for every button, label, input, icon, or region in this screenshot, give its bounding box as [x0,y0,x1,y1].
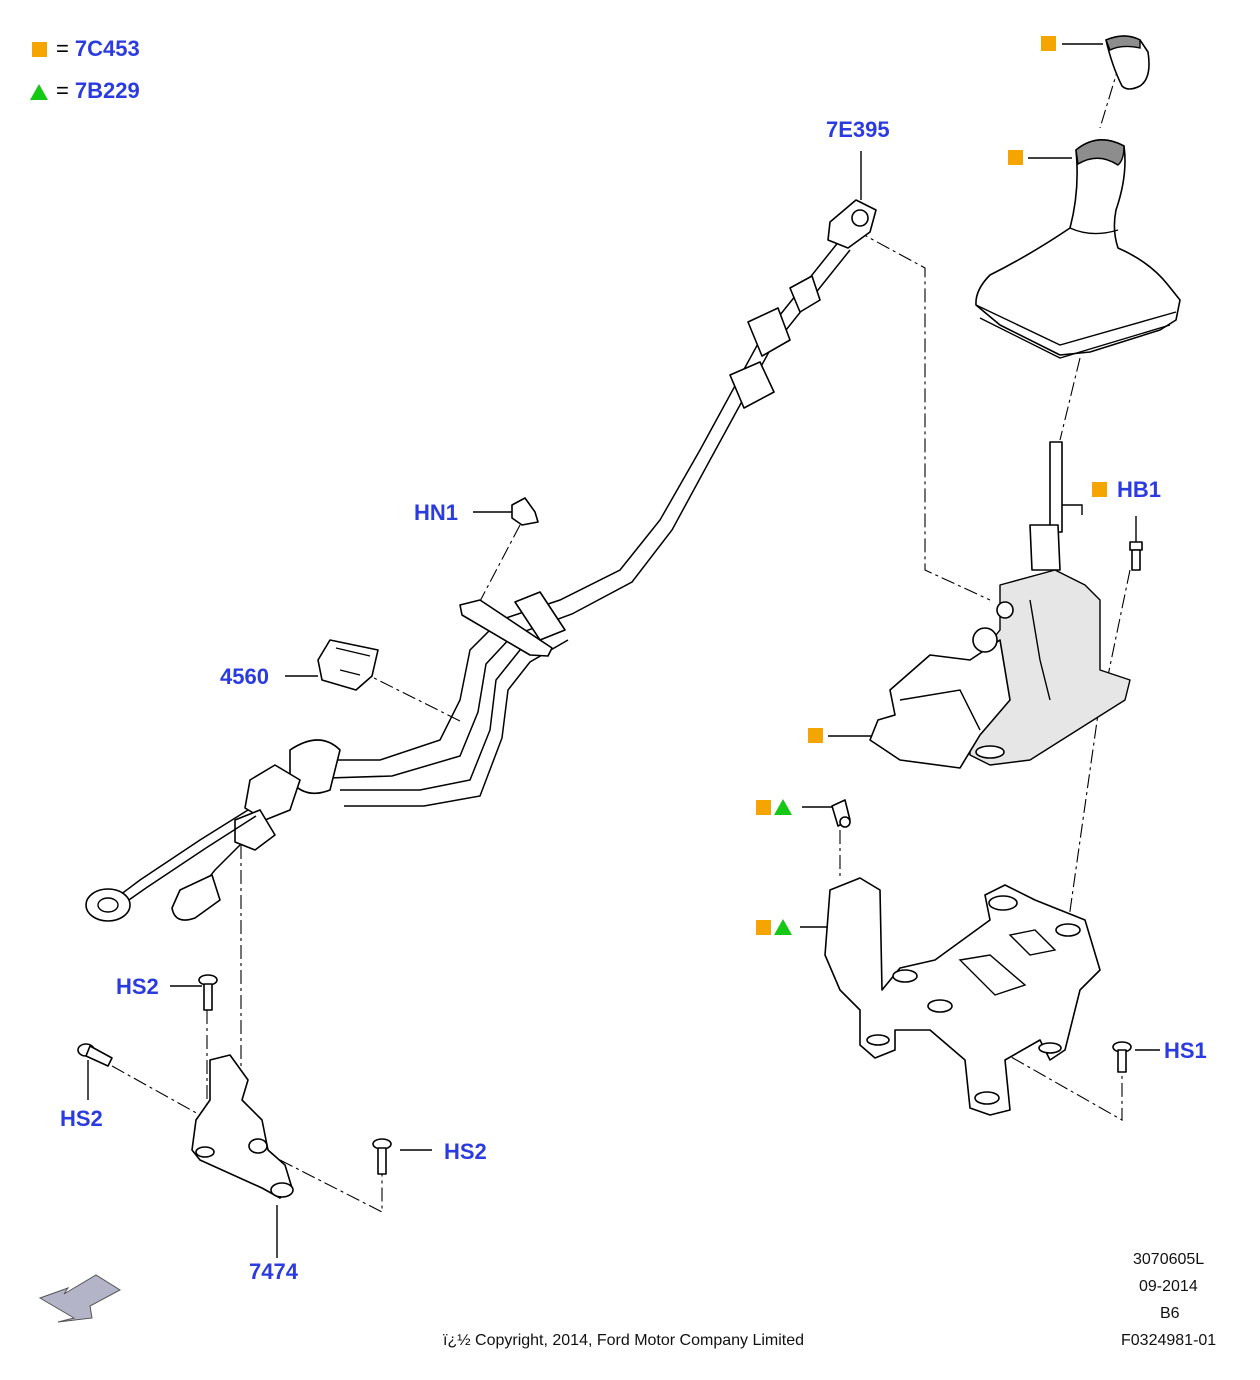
legend-code: 7C453 [74,36,140,61]
legend-equals: = [56,36,69,61]
gear-knob-cap [1105,35,1150,90]
gear-knob-boot [975,139,1181,359]
bolt-hs2-left [77,1043,113,1067]
cable-bracket-7474 [191,1054,294,1199]
gear-shifter-assembly [869,441,1131,769]
legend-equals: = [56,78,69,103]
marker-square-shifter [808,728,823,743]
legend-entry-square: =7C453 [52,38,140,60]
illustration-revision: B6 [1160,1305,1180,1322]
orange-square-icon [32,42,47,57]
marker-triangle-clip [774,799,792,815]
legend-entry-triangle: =7B229 [52,80,140,102]
marker-square-hb1 [1092,482,1107,497]
marker-square-knob-boot [1008,150,1023,165]
nut-hn1 [511,497,539,526]
reference-number: F0324981-01 [1121,1332,1217,1349]
marker-square-clip [756,800,771,815]
marker-square-bracket [756,920,771,935]
marker-triangle-bracket [774,919,792,935]
callout-hs1: HS1 [1164,1038,1207,1063]
copyright-notice: ï¿½ Copyright, 2014, Ford Motor Company … [443,1332,805,1349]
callout-hs2-right: HS2 [444,1139,487,1164]
bolt-hb1 [1129,541,1143,571]
callout-hn1: HN1 [414,500,459,525]
bolt-hs2-top [198,974,218,1011]
legend-code: 7B229 [74,78,140,103]
marker-square-knob-cap [1041,36,1056,51]
shift-cable [85,199,877,922]
callout-hb1: HB1 [1117,477,1162,502]
green-triangle-icon [30,84,48,100]
bolt-hs1 [1112,1041,1132,1073]
callout-hs2-left: HS2 [60,1106,103,1131]
leader-lines [87,43,1160,1258]
callout-4560: 4560 [220,664,269,689]
retaining-clip-4560 [317,639,379,691]
callout-7474: 7474 [249,1259,298,1284]
bolt-hs2-right [372,1138,392,1175]
front-direction-arrow-icon [38,1274,121,1323]
cable-clip [831,799,851,828]
mounting-bracket [824,877,1101,1116]
illustration-date: 09-2014 [1139,1278,1198,1295]
callout-hs2-top: HS2 [116,974,159,999]
illustration-number: 3070605L [1133,1251,1205,1268]
assembly-lines [111,61,1131,1213]
callout-7e395: 7E395 [826,117,890,142]
